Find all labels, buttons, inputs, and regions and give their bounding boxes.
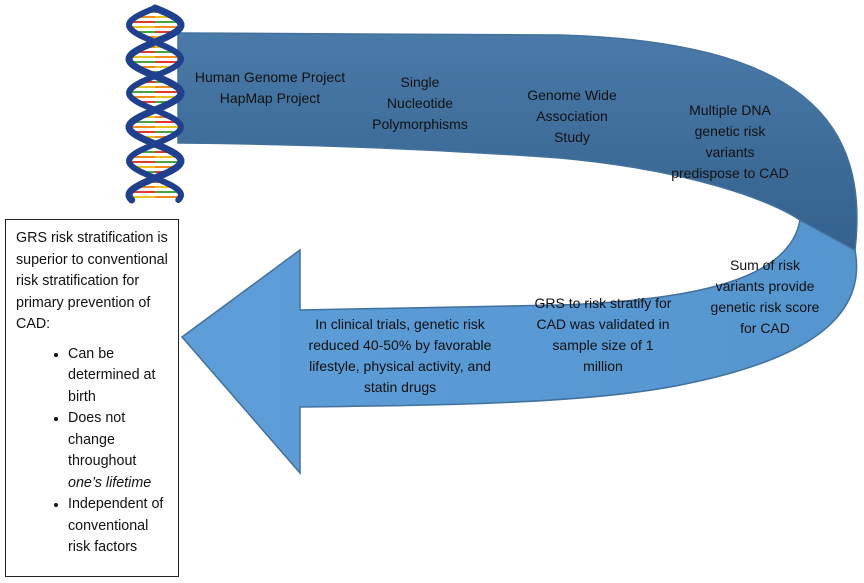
info-box-bullets: Can be determined at birth Does not chan… — [16, 344, 172, 559]
label-sum-of-risk-variants: Sum of risk variants provide genetic ris… — [690, 255, 840, 339]
dna-backbone — [126, 5, 184, 203]
label-line: statin drugs — [363, 379, 437, 395]
label-line: lifestyle, physical activity, and — [309, 358, 491, 374]
dna-helix-icon — [125, 4, 185, 204]
label-line: reduced 40-50% by favorable — [308, 337, 492, 353]
upper-arrow-band — [177, 32, 858, 252]
label-line: Genome Wide — [527, 87, 617, 103]
label-line: GRS to risk stratify for — [534, 295, 672, 311]
label-line: In clinical trials, genetic risk — [315, 316, 485, 332]
label-line: variants provide — [715, 278, 815, 294]
label-dna-variants: Multiple DNA genetic risk variants predi… — [655, 100, 805, 184]
bullet-does-not-change: Does not change throughout one’s lifetim… — [68, 408, 172, 494]
bullet-independent: Independent of conventional risk factors — [68, 494, 172, 559]
label-line: Human Genome Project — [194, 69, 346, 85]
label-line: million — [583, 358, 623, 374]
bullet-determined-at-birth: Can be determined at birth — [68, 344, 172, 409]
label-line: Nucleotide — [386, 95, 454, 111]
label-line: Single — [400, 74, 440, 90]
label-line: Multiple DNA — [689, 102, 771, 118]
dna-backbone — [125, 4, 185, 204]
label-grs-validated: GRS to risk stratify for CAD was validat… — [518, 293, 688, 377]
bullet-text-italic: one’s lifetime — [68, 474, 152, 491]
label-line: Study — [554, 129, 590, 145]
label-line: for CAD — [740, 320, 790, 336]
label-line: sample size of 1 — [552, 337, 654, 353]
label-human-genome-project: Human Genome Project HapMap Project — [180, 67, 360, 109]
label-line: genetic risk — [694, 123, 766, 139]
label-line: Sum of risk — [729, 257, 800, 273]
info-box-heading: GRS risk stratification is superior to c… — [16, 230, 168, 332]
label-line: CAD was validated in — [536, 316, 670, 332]
lower-arrow-band — [180, 218, 858, 476]
grs-info-box: GRS risk stratification is superior to c… — [5, 219, 179, 577]
label-line: variants — [705, 144, 755, 160]
label-clinical-trials: In clinical trials, genetic risk reduced… — [290, 314, 510, 398]
label-line: genetic risk score — [710, 299, 820, 315]
label-line: Association — [536, 108, 608, 124]
label-line: HapMap Project — [219, 90, 321, 106]
bullet-text: Does not change throughout — [68, 410, 137, 469]
label-line: Polymorphisms — [372, 116, 468, 132]
label-snps: Single Nucleotide Polymorphisms — [360, 72, 480, 135]
label-gwas: Genome Wide Association Study — [512, 85, 632, 148]
label-line: predispose to CAD — [671, 165, 789, 181]
